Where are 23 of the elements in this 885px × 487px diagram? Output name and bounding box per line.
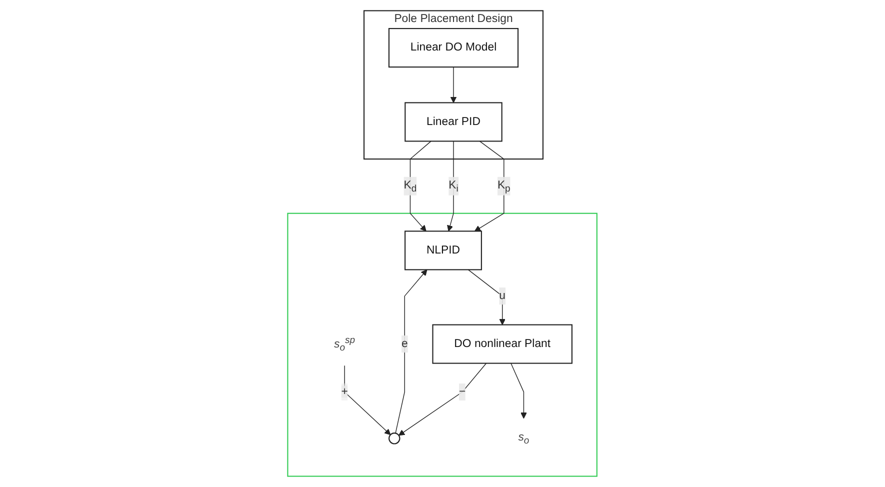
edge-label: K$_{p}$ bbox=[498, 179, 511, 194]
arrow bbox=[398, 362, 487, 436]
edge-label: K$_{i}$ bbox=[448, 179, 459, 194]
edge-label: + bbox=[341, 386, 348, 398]
arrow bbox=[474, 140, 504, 232]
edge-label: K$_{d}$ bbox=[404, 179, 417, 194]
node-circle bbox=[388, 432, 400, 444]
arrow bbox=[410, 140, 432, 232]
node-box: NLPID bbox=[404, 230, 482, 270]
arrow bbox=[468, 269, 506, 326]
node-box: Linear PID bbox=[404, 102, 503, 142]
cluster bbox=[287, 212, 598, 477]
arrow bbox=[344, 365, 391, 436]
node-box: Linear DO Model bbox=[388, 28, 519, 68]
node-text: s$_{o}$ bbox=[518, 431, 530, 446]
arrow bbox=[510, 362, 528, 419]
node-box: DO nonlinear Plant bbox=[432, 324, 573, 364]
edge-label: − bbox=[459, 386, 466, 398]
edge-label: e bbox=[402, 338, 408, 350]
arrow bbox=[450, 66, 457, 103]
arrow bbox=[395, 269, 428, 434]
edge-label: u bbox=[499, 290, 506, 302]
arrow bbox=[447, 140, 454, 232]
